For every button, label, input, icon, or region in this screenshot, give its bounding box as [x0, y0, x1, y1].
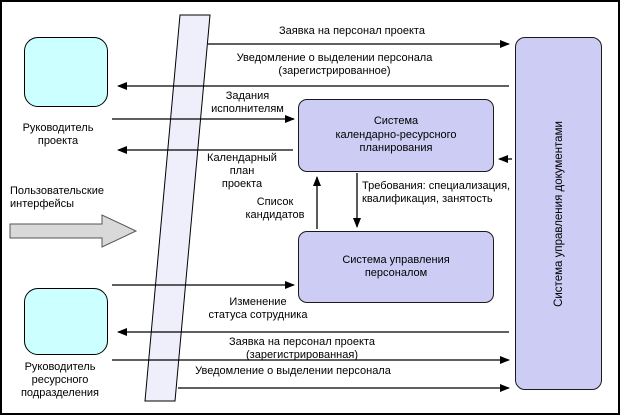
flow-label-notification-registered: Уведомление о выделении персонала (зарег…: [236, 52, 433, 77]
flow-label-staff-request: Заявка на персонал проекта: [279, 25, 425, 37]
project-manager-label: Руководитель проекта: [22, 122, 94, 147]
flow-label-requirements: Требования: специализация, квалификация,…: [362, 180, 511, 205]
hr-system-node: Система управления персоналом: [298, 231, 494, 303]
resource-manager-label: Руководитель ресурсного подразделения: [20, 361, 100, 399]
project-manager-node: [24, 37, 108, 107]
flow-label-status-change: Изменение статуса сотрудника: [208, 296, 308, 321]
resource-manager-node: [24, 288, 108, 355]
flow-label-tasks: Задания исполнителям: [211, 90, 284, 115]
flow-label-registered-request: Заявка на персонал проекта (зарегистриро…: [229, 336, 375, 361]
flow-label-calendar-plan: Календарный план проекта: [207, 152, 277, 190]
document-system-label: Система управления документами: [552, 120, 565, 307]
document-system-node: Система управления документами: [515, 37, 602, 390]
flow-label-allocation-notification: Уведомление о выделении персонала: [195, 365, 391, 377]
user-interfaces-block-arrow: [9, 214, 138, 248]
flow-label-candidates: Список кандидатов: [245, 196, 305, 221]
planning-system-label: Система календарно-ресурсного планирован…: [335, 115, 457, 155]
user-interface-plane: [144, 14, 211, 402]
hr-system-label: Система управления персоналом: [342, 253, 450, 280]
planning-system-node: Система календарно-ресурсного планирован…: [298, 99, 494, 172]
user-interfaces-label: Пользовательские интерфейсы: [10, 185, 104, 210]
